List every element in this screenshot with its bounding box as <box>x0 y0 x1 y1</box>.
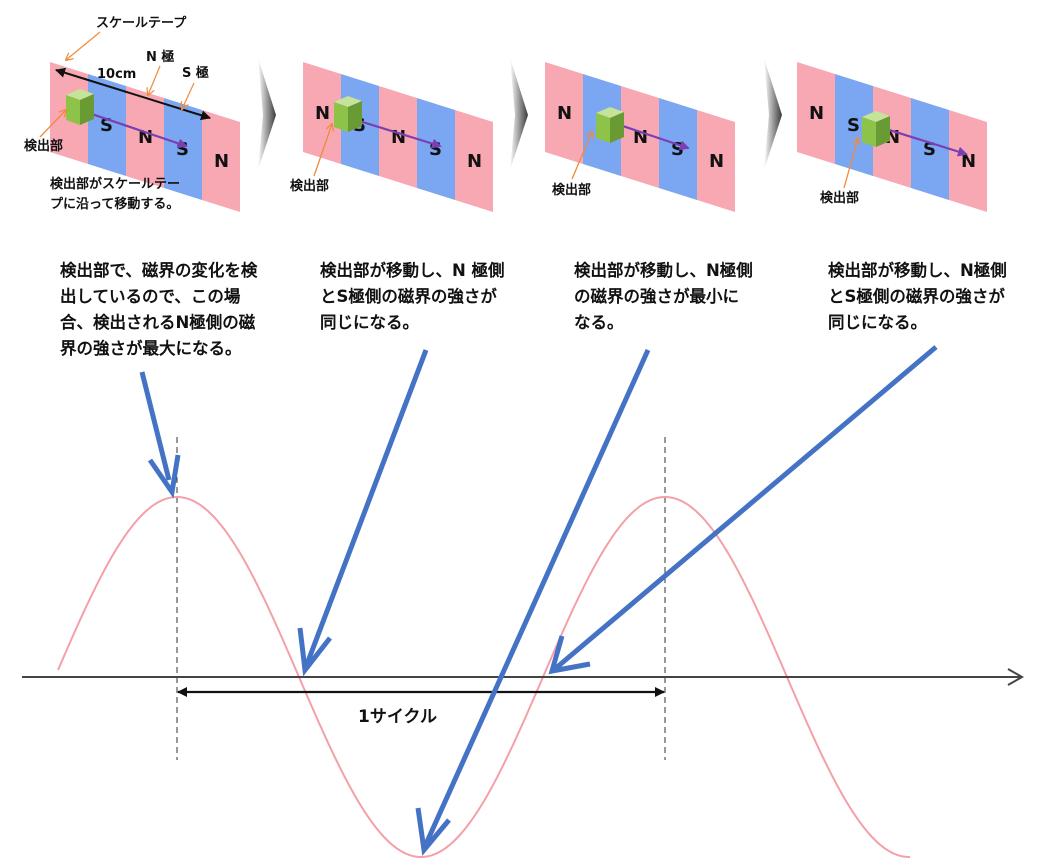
magnetic-field-waveform <box>57 496 910 858</box>
pole-letter: N <box>315 103 330 124</box>
detector-top <box>596 107 624 118</box>
detector-front <box>66 95 80 125</box>
stripe <box>202 110 240 212</box>
detector-label: 検出部 <box>552 182 591 198</box>
pointer-arrow-1 <box>139 371 172 481</box>
detector-leader <box>313 124 332 177</box>
pole-letter: N <box>709 151 724 172</box>
pointer-arrows <box>139 345 938 856</box>
pole-letter: N <box>138 127 153 148</box>
stripe <box>911 98 949 200</box>
cycle-label: 1サイクル <box>358 707 437 727</box>
stripe <box>659 98 697 200</box>
pole-letter: N <box>391 127 406 148</box>
chevron-icons <box>258 58 782 170</box>
time-axis-arrowhead <box>1007 668 1025 686</box>
pole-letter: N <box>467 151 482 172</box>
s-pole-label: S 極 <box>182 65 209 81</box>
detector-front <box>596 113 610 143</box>
length-label: 10cm <box>97 67 136 82</box>
stripe <box>164 98 202 200</box>
n-pole-label: N 極 <box>146 49 174 65</box>
stripe <box>873 86 911 188</box>
pole-letter: N <box>214 151 229 172</box>
pointer-arrow-4 <box>554 345 938 670</box>
description-4: 検出部が移動し、N極側 とS極側の磁界の強さが 同じになる。 <box>828 261 1007 332</box>
description-4-box: 検出部が移動し、N極側 とS極側の磁界の強さが 同じになる。 <box>828 261 1007 332</box>
pointer-arrow-3 <box>423 348 651 846</box>
description-1: 検出部で、磁界の変化を検 出しているので、この場 合、検出されるN極側の磁 界の… <box>60 261 258 358</box>
detector-front <box>334 102 348 132</box>
description-2: 検出部が移動し、N 極側 とS極側の磁界の強さが 同じになる。 <box>320 261 505 332</box>
detector-side <box>610 112 624 143</box>
pole-letter: N <box>557 103 572 124</box>
detector-side <box>876 116 890 147</box>
chevron-right-icon-3 <box>764 58 782 170</box>
stripe <box>621 86 659 188</box>
description-3-box: 検出部が移動し、N極側 の磁界の強さが最小に なる。 <box>574 261 753 332</box>
waveform-area: 1サイクル <box>22 437 1025 858</box>
scale-tape-label: スケールテープ <box>96 16 187 31</box>
stripe <box>697 110 735 212</box>
stripe <box>417 98 455 200</box>
description-3: 検出部が移動し、N極側 の磁界の強さが最小に なる。 <box>574 261 753 332</box>
stripe <box>545 62 583 164</box>
stripe <box>303 62 341 164</box>
pole-letter: S <box>847 115 860 136</box>
detector-label: 検出部 <box>820 190 859 206</box>
caption-line-1: 検出部がスケールテー <box>50 176 180 192</box>
pointer-arrow-2 <box>304 349 429 665</box>
stripe <box>835 74 873 176</box>
stripe <box>797 62 835 164</box>
panel1-annotations: スケールテープ 10cm N 極 S 極 検出部がスケールテー プに沿って移動す… <box>50 16 211 212</box>
stripe <box>949 110 987 212</box>
detector-leader <box>843 138 858 189</box>
stripe <box>379 86 417 188</box>
caption-line-2: プに沿って移動する。 <box>50 196 179 212</box>
detector-label: 検出部 <box>24 138 63 154</box>
scale-tape-panels: SNSN検出部NSNSN検出部NNSN検出部NSNSN検出部 <box>24 62 987 212</box>
detector-front <box>862 117 876 147</box>
chevron-right-icon-1 <box>258 58 276 170</box>
description-2-box: 検出部が移動し、N 極側 とS極側の磁界の強さが 同じになる。 <box>320 261 505 332</box>
pole-letter: N <box>809 103 824 124</box>
detector-top <box>862 111 890 122</box>
chevron-right-icon-2 <box>510 58 528 170</box>
detector-leader <box>571 132 592 180</box>
detector-top <box>334 96 362 107</box>
detector-side <box>348 101 362 132</box>
stripe <box>455 110 493 212</box>
description-1-box: 検出部で、磁界の変化を検 出しているので、この場 合、検出されるN極側の磁 界の… <box>60 261 258 358</box>
detector-label: 検出部 <box>290 178 329 194</box>
